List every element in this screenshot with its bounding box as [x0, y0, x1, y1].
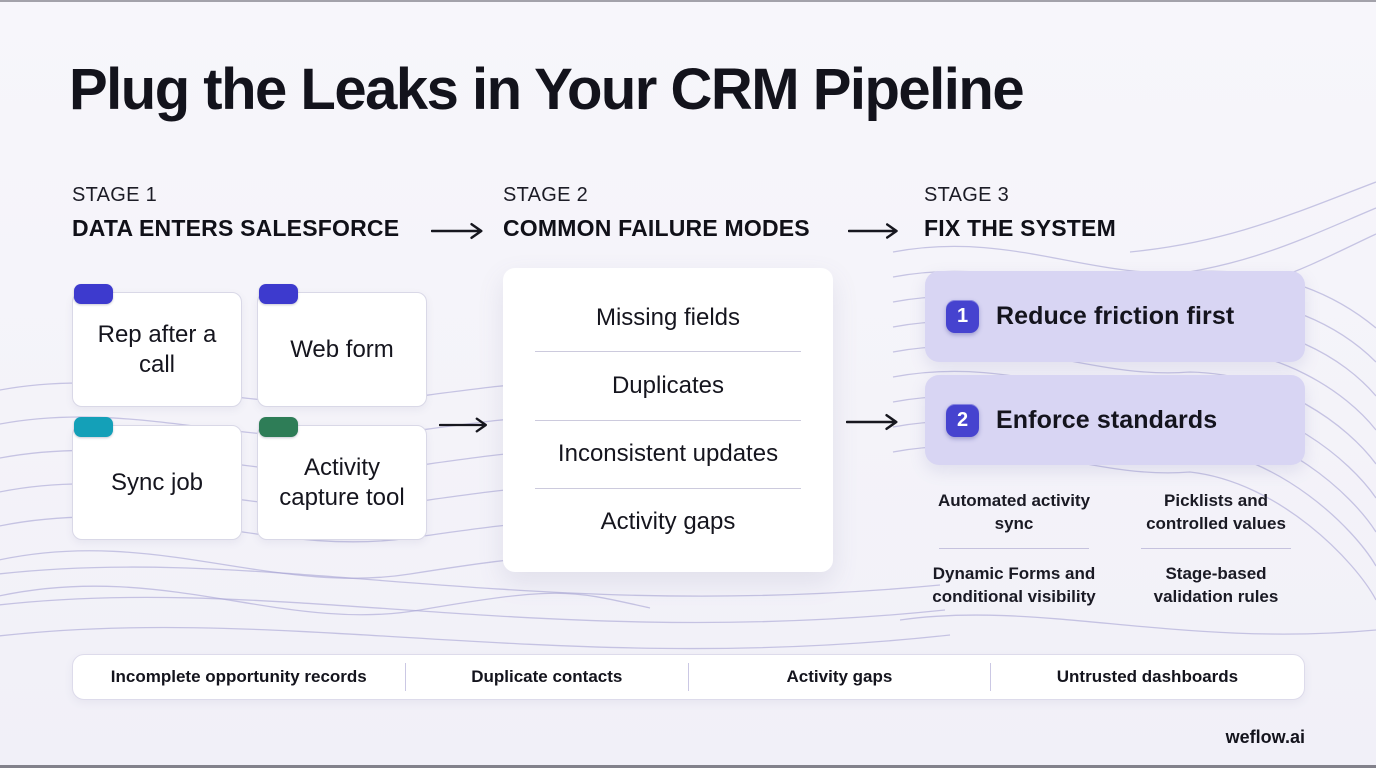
failure-mode-item: Inconsistent updates: [557, 440, 779, 468]
failure-mode-item: Missing fields: [595, 303, 741, 331]
impact-bar: Incomplete opportunity records Duplicate…: [72, 654, 1305, 700]
stage1-header: STAGE 1 DATA ENTERS SALESFORCE: [72, 184, 399, 242]
page-title: Plug the Leaks in Your CRM Pipeline: [69, 57, 1025, 122]
arrow-icon: [439, 417, 487, 433]
source-card-label: Web form: [290, 335, 394, 363]
card-color-tab: [74, 417, 113, 437]
top-edge-line: [0, 0, 1376, 2]
stage1-title: DATA ENTERS SALESFORCE: [72, 215, 400, 241]
card-color-tab: [74, 284, 113, 304]
divider: [535, 419, 801, 421]
impact-item: Duplicate contacts: [471, 667, 623, 686]
arrow-icon: [848, 223, 898, 239]
failure-modes-card: Missing fields Duplicates Inconsistent u…: [503, 268, 833, 572]
stage2-header: STAGE 2 COMMON FAILURE MODES: [503, 184, 810, 242]
source-card-sync-job: Sync job: [72, 417, 242, 540]
stage1-label: STAGE 1: [72, 184, 158, 206]
tactic-item: Picklists and controlled values: [1146, 490, 1286, 533]
divider: [989, 663, 991, 691]
arrow-icon: [431, 222, 483, 240]
impact-item: Incomplete opportunity records: [110, 667, 367, 686]
card-color-tab: [259, 284, 298, 304]
failure-mode-item: Activity gaps: [600, 508, 736, 536]
source-card-label: Sync job: [110, 468, 204, 496]
stage3-header: STAGE 3 FIX THE SYSTEM: [924, 184, 1116, 242]
stage3-title: FIX THE SYSTEM: [924, 215, 1116, 241]
action-label: Enforce standards: [996, 405, 1218, 434]
divider: [535, 351, 801, 353]
step-number-badge: 1: [946, 300, 979, 333]
tactic-item: Stage-based validation rules: [1153, 563, 1279, 606]
divider: [939, 548, 1089, 549]
source-card-label: Rep after a call: [97, 320, 217, 378]
tactic-item: Automated activity sync: [937, 490, 1091, 533]
action-card-reduce-friction: 1 Reduce friction first: [925, 271, 1305, 362]
source-card-activity-capture: Activity capture tool: [257, 417, 427, 540]
failure-mode-item: Duplicates: [611, 371, 725, 399]
bottom-edge-line: [0, 765, 1376, 768]
stage2-label: STAGE 2: [503, 184, 589, 206]
stage2-title: COMMON FAILURE MODES: [503, 215, 810, 241]
card-color-tab: [259, 417, 298, 437]
action-card-enforce-standards: 2 Enforce standards: [925, 375, 1305, 465]
source-card-rep-after-call: Rep after a call: [72, 284, 242, 407]
impact-item: Untrusted dashboards: [1056, 667, 1239, 686]
source-card-label: Activity capture tool: [279, 453, 405, 511]
tactic-item: Dynamic Forms and conditional visibility: [932, 563, 1096, 606]
tactics-grid: Automated activity sync Picklists and co…: [925, 486, 1305, 611]
divider: [1141, 548, 1291, 549]
arrow-icon: [846, 413, 898, 431]
impact-item: Activity gaps: [786, 667, 893, 686]
divider: [404, 663, 406, 691]
step-number-badge: 2: [946, 403, 979, 437]
source-card-web-form: Web form: [257, 284, 427, 407]
divider: [688, 663, 689, 691]
brand-logo: weflow.ai: [1225, 727, 1305, 747]
divider: [535, 487, 801, 489]
action-label: Reduce friction first: [996, 302, 1235, 330]
stage3-label: STAGE 3: [924, 184, 1010, 206]
